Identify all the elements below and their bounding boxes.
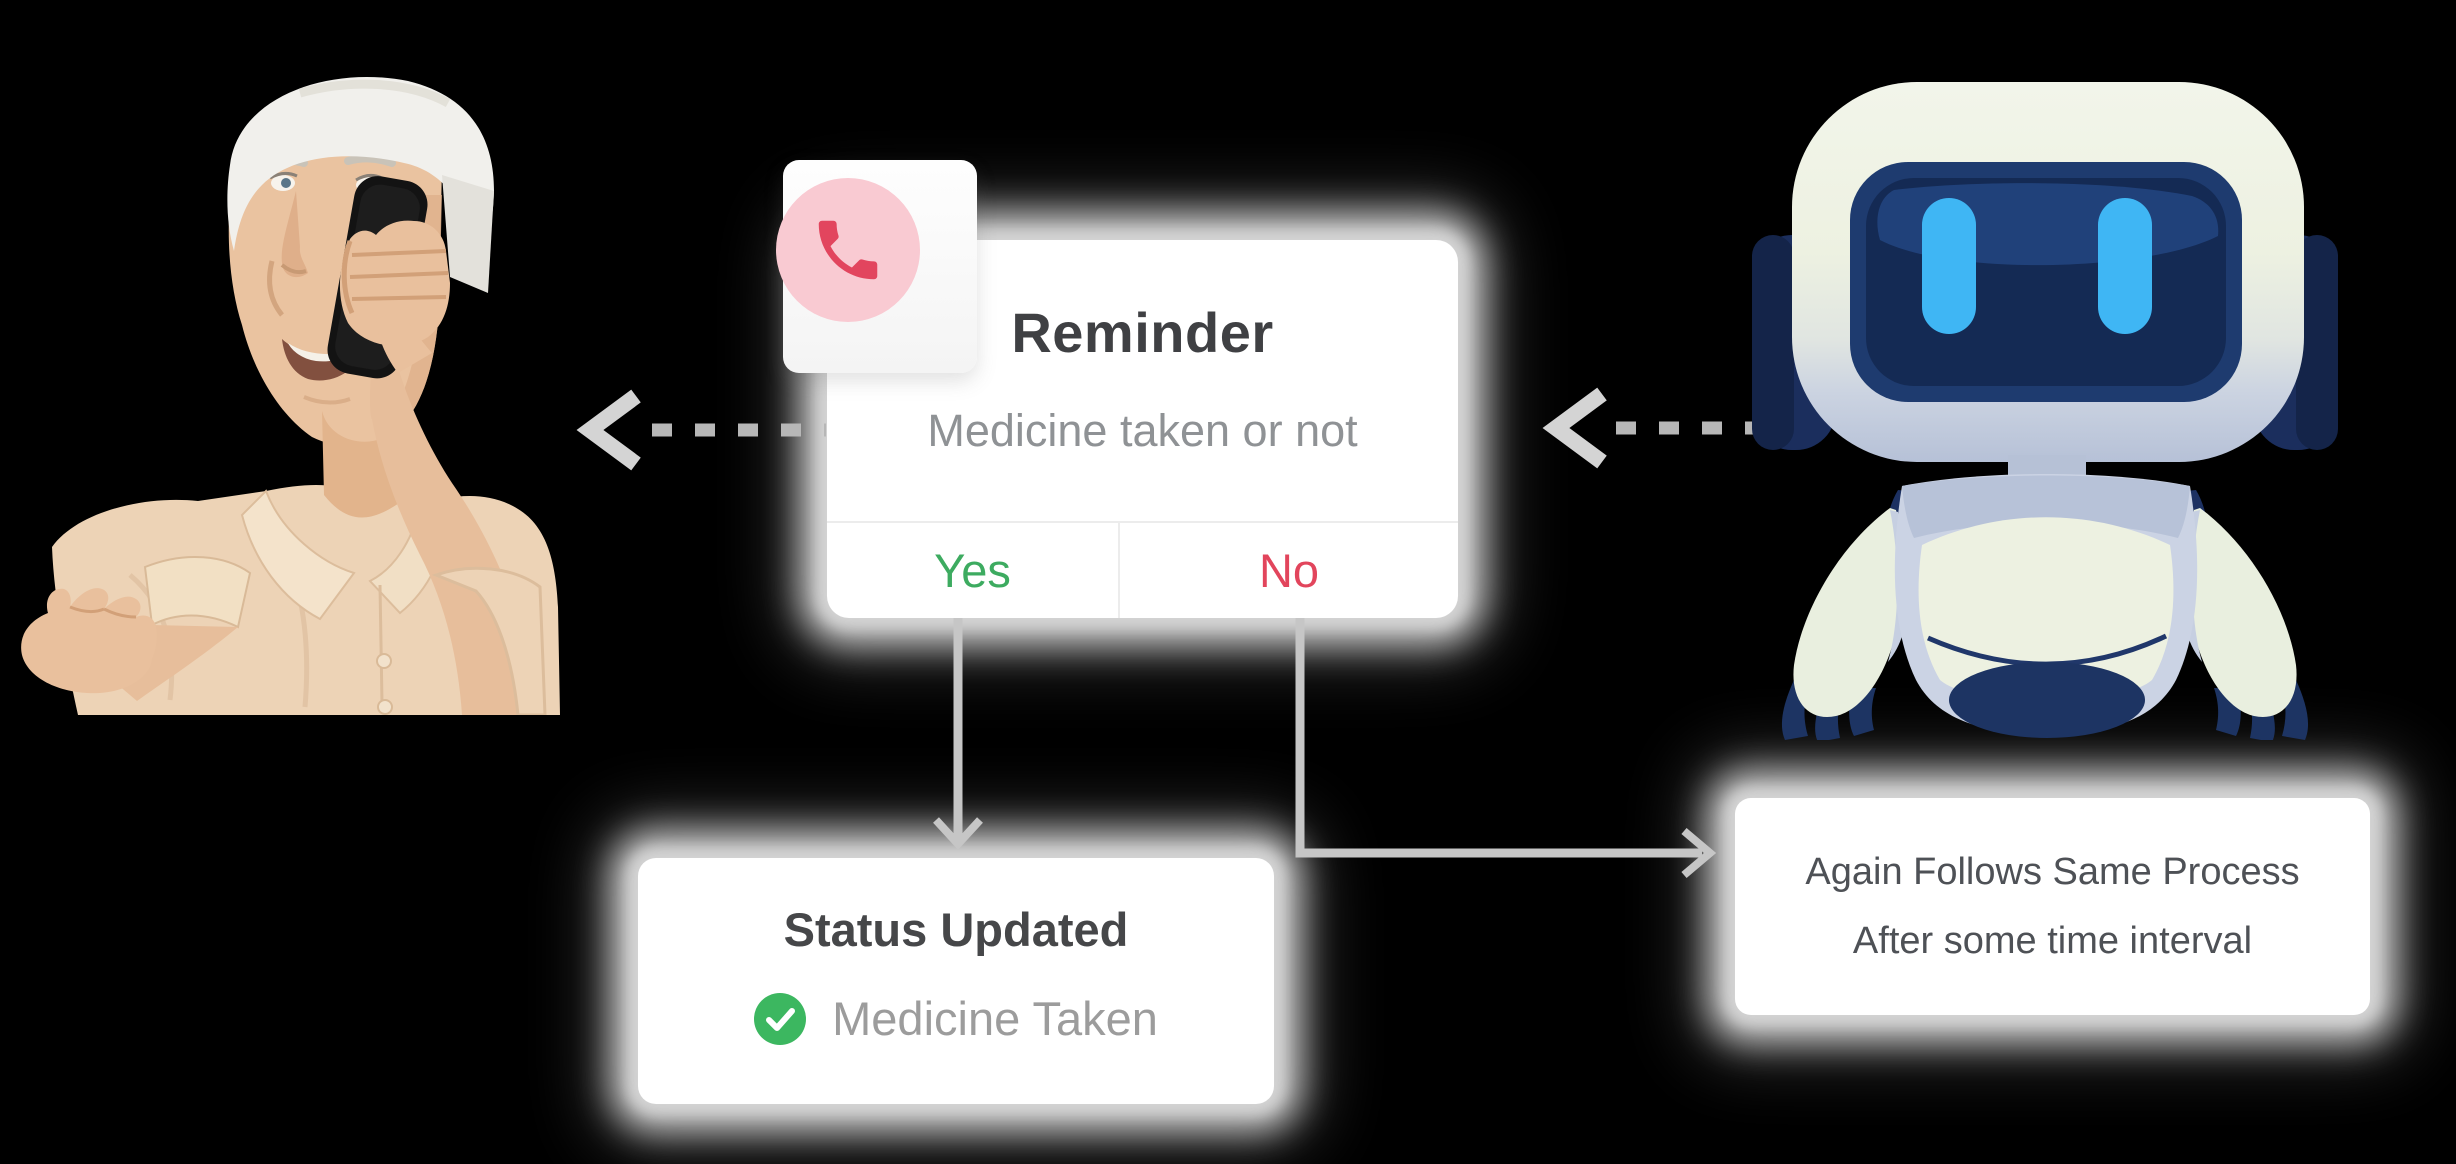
loop-card: Again Follows Same Process After some ti… xyxy=(1735,798,2370,1015)
reminder-subtitle: Medicine taken or not xyxy=(927,405,1358,456)
phone-icon xyxy=(776,178,920,322)
elderly-man-photo xyxy=(21,76,560,715)
loop-line-2: After some time interval xyxy=(1852,919,2253,962)
yes-button[interactable]: Yes xyxy=(827,523,1120,618)
robot-arm-right xyxy=(2184,508,2309,740)
connector-yes xyxy=(933,618,983,850)
check-circle-icon xyxy=(754,992,807,1045)
connector-no xyxy=(1295,618,1717,879)
robot-body xyxy=(1894,474,2198,738)
robot-arm-left xyxy=(1781,508,1906,740)
status-label: Medicine Taken xyxy=(832,992,1158,1045)
status-card: Status Updated Medicine Taken xyxy=(638,858,1274,1104)
phone-handset-icon xyxy=(818,220,878,280)
reminder-actions: Yes No xyxy=(827,521,1458,618)
reminder-title: Reminder xyxy=(1011,301,1274,364)
robot-illustration xyxy=(1752,82,2338,740)
status-title: Status Updated xyxy=(783,903,1129,956)
no-button[interactable]: No xyxy=(1258,544,1320,597)
arrow-to-man xyxy=(576,389,826,471)
status-row: Medicine Taken xyxy=(638,991,1274,1046)
loop-line-1: Again Follows Same Process xyxy=(1805,851,2300,894)
robot-eye-left xyxy=(1922,198,1976,334)
robot-eye-right xyxy=(2098,198,2152,334)
